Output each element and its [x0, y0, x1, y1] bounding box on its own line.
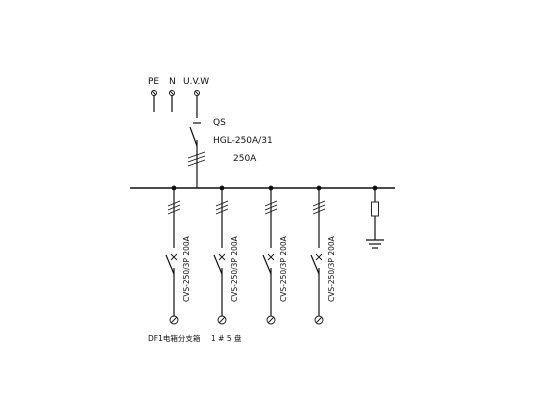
three-phase-tick: [264, 208, 278, 215]
surge-protector-branch: [366, 185, 384, 249]
outlet-terminal-slash: [170, 316, 178, 324]
terminal-circle-icon: [151, 90, 157, 96]
outlet-terminal-slash: [218, 316, 226, 324]
feeder-label: CVS-250/3P 200A: [182, 235, 191, 302]
terminal-pe: PE: [148, 77, 159, 112]
breaker-blade-icon: [213, 254, 223, 275]
three-phase-tick: [312, 208, 326, 215]
terminal-circle-icon: [169, 90, 175, 96]
footer-left-note: DF1电箱分支箱: [148, 333, 201, 343]
terminal-slash: [194, 90, 200, 96]
three-phase-tick: [187, 159, 206, 167]
breaker-cross-icon: [170, 253, 178, 261]
outlet-terminal-slash: [315, 316, 323, 324]
terminal-label-uvw: U.V.W: [183, 77, 209, 87]
three-phase-tick: [215, 208, 229, 215]
three-phase-tick: [187, 151, 206, 159]
breaker-cross-icon: [267, 253, 275, 261]
switch-blade-icon: [189, 126, 198, 147]
three-phase-tick: [187, 155, 206, 163]
feeder-label: CVS-250/3P 200A: [279, 235, 288, 302]
three-phase-tick: [264, 200, 278, 207]
breaker-cross-icon: [218, 253, 226, 261]
outlet-terminal-icon: [169, 315, 179, 325]
three-phase-tick: [264, 204, 278, 211]
terminal-slash: [169, 90, 175, 96]
three-phase-tick: [167, 204, 181, 211]
three-phase-tick: [215, 204, 229, 211]
terminal-label-pe: PE: [148, 77, 159, 87]
footer-center-note: 1 # 5 盘: [211, 333, 242, 343]
breaker-blade-icon: [310, 254, 320, 275]
feeder-branch-3: CVS-250/3P 200A: [262, 185, 288, 325]
terminal-label-n: N: [169, 77, 176, 87]
feeder-label: CVS-250/3P 200A: [327, 235, 336, 302]
feeder-branch-2: CVS-250/3P 200A: [213, 185, 239, 325]
feeder-branch-4: CVS-250/3P 200A: [310, 185, 336, 325]
main-switch-qs: QS HGL-250A/31 250A: [187, 96, 273, 188]
feeder-label: CVS-250/3P 200A: [230, 235, 239, 302]
main-switch-model: HGL-250A/31: [213, 136, 273, 146]
main-switch-designation: QS: [213, 118, 226, 128]
three-phase-tick: [167, 208, 181, 215]
outlet-terminal-icon: [266, 315, 276, 325]
three-phase-tick: [312, 204, 326, 211]
feeder-branch-1: CVS-250/3P 200A: [165, 185, 191, 325]
terminal-uvw: U.V.W: [183, 77, 209, 96]
three-phase-tick: [215, 200, 229, 207]
three-phase-tick: [312, 200, 326, 207]
terminal-slash: [151, 90, 157, 96]
terminal-n: N: [169, 77, 176, 112]
breaker-cross-icon: [315, 253, 323, 261]
terminal-circle-icon: [194, 90, 200, 96]
breaker-blade-icon: [165, 254, 175, 275]
main-switch-rating: 250A: [233, 154, 257, 164]
breaker-blade-icon: [262, 254, 272, 275]
outlet-terminal-icon: [314, 315, 324, 325]
three-phase-tick: [167, 200, 181, 207]
outlet-terminal-slash: [267, 316, 275, 324]
outlet-terminal-icon: [217, 315, 227, 325]
surge-protector-icon: [371, 201, 379, 217]
